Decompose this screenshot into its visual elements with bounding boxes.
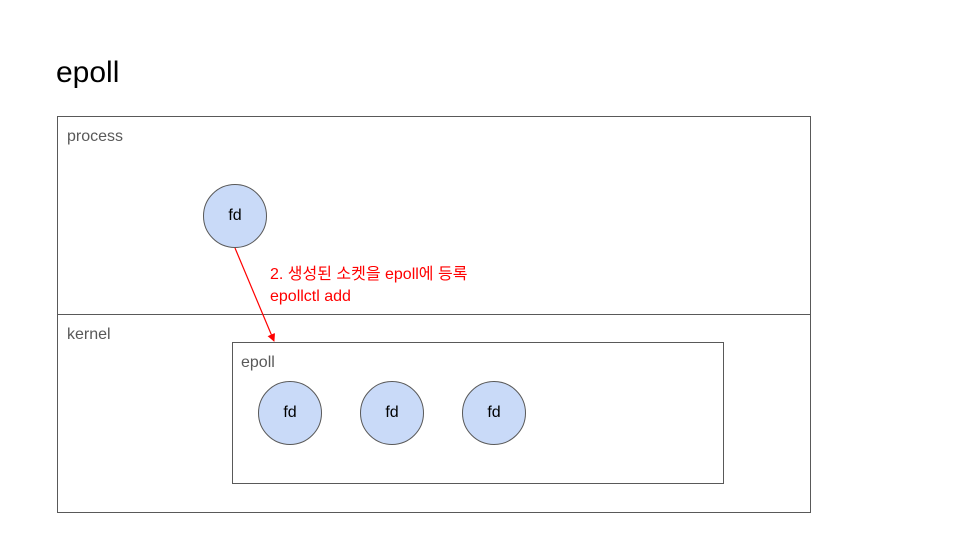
fd-label: fd: [487, 404, 501, 421]
epoll-label: epoll: [241, 354, 275, 371]
register-annotation: 2. 생성된 소켓을 epoll에 등록 epollctl add: [270, 264, 467, 308]
kernel-label: kernel: [67, 326, 111, 343]
fd-label: fd: [228, 207, 242, 224]
annotation-line-1: 2. 생성된 소켓을 epoll에 등록: [270, 266, 468, 283]
slide-title: epoll: [56, 56, 120, 89]
process-region: [57, 116, 811, 315]
process-label: process: [67, 128, 124, 145]
epoll-fd-node: fd: [462, 381, 526, 445]
annotation-line-2: epollctl add: [270, 288, 351, 305]
epoll-fd-node: fd: [360, 381, 424, 445]
epoll-fd-node: fd: [258, 381, 322, 445]
process-fd-node: fd: [203, 184, 267, 248]
fd-label: fd: [283, 404, 297, 421]
fd-label: fd: [385, 404, 399, 421]
